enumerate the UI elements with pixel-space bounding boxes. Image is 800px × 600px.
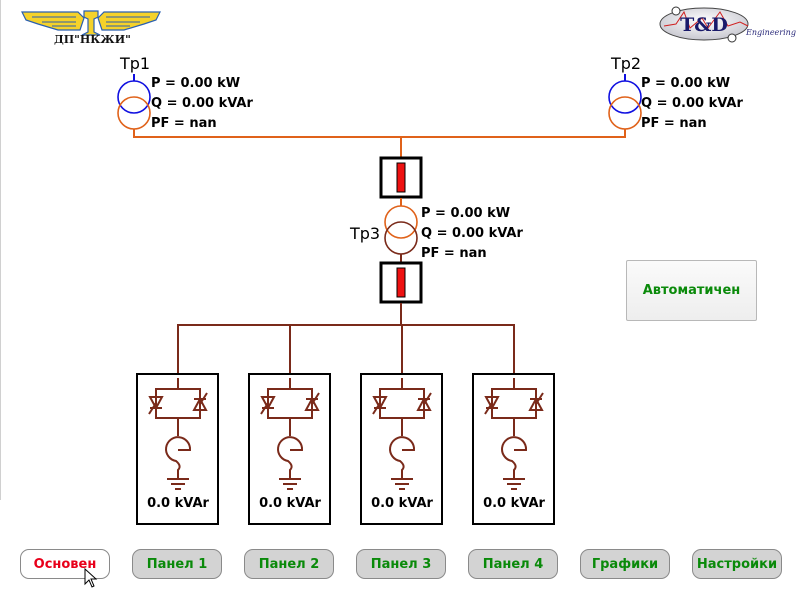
breaker-1[interactable] — [379, 156, 423, 199]
reactor-icon — [389, 436, 416, 479]
thyristor-icon — [304, 392, 320, 411]
nav-settings-button[interactable]: Настройки — [692, 549, 782, 579]
panel-value: 0.0 kVAr — [483, 496, 545, 511]
breaker-2[interactable] — [379, 261, 423, 304]
nav-panel-1-button[interactable]: Панел 1 — [132, 549, 222, 579]
transformer-tr3[interactable]: Тр3 P = 0.00 kW Q = 0.00 kVAr PF = nan — [349, 205, 523, 261]
reactor-icon — [501, 436, 528, 479]
nkzhi-logo-text: ДП"НКЖИ" — [54, 33, 131, 46]
td-logo-subtext: Engineering — [745, 28, 796, 37]
tr2-primary-winding — [608, 80, 642, 114]
tr1-p: P = 0.00 kW — [151, 76, 240, 91]
transformer-tr1[interactable]: Тр1 P = 0.00 kW Q = 0.00 kVAr PF = nan — [117, 54, 253, 137]
mouse-cursor-icon — [84, 568, 98, 588]
thyristor-icon — [416, 392, 432, 411]
tr2-pf: PF = nan — [641, 116, 707, 131]
thyristor-icon — [528, 392, 544, 411]
ground-icon — [167, 478, 189, 490]
nav-panel-2-button[interactable]: Панел 2 — [244, 549, 334, 579]
tr1-label: Тр1 — [119, 54, 150, 73]
capacitor-panel-3[interactable]: 0.0 kVAr — [360, 325, 443, 525]
thyristor-icon — [192, 392, 208, 411]
transformer-tr2[interactable]: Тр2 P = 0.00 kW Q = 0.00 kVAr PF = nan — [608, 54, 743, 137]
thyristor-icon — [260, 396, 276, 415]
nav-panel-3-button[interactable]: Панел 3 — [356, 549, 446, 579]
capacitor-panel-1[interactable]: 0.0 kVAr — [136, 325, 219, 525]
tr3-q: Q = 0.00 kVAr — [421, 226, 523, 241]
ground-icon — [503, 478, 525, 490]
tr3-p: P = 0.00 kW — [421, 206, 510, 221]
tr2-q: Q = 0.00 kVAr — [641, 96, 743, 111]
tr2-p: P = 0.00 kW — [641, 76, 730, 91]
reactor-icon — [277, 436, 304, 479]
td-logo-text: T&D — [680, 14, 728, 36]
left-border-line — [0, 0, 1, 500]
thyristor-icon — [484, 396, 500, 415]
ground-icon — [391, 478, 413, 490]
tr3-pf: PF = nan — [421, 246, 487, 261]
capacitor-panel-2[interactable]: 0.0 kVAr — [248, 325, 331, 525]
tr3-primary-winding — [384, 205, 418, 239]
capacitor-panel-4[interactable]: 0.0 kVAr — [472, 325, 555, 525]
panel-value: 0.0 kVAr — [259, 496, 321, 511]
tr1-primary-winding — [117, 80, 151, 114]
tr2-label: Тр2 — [610, 54, 641, 73]
tr3-label: Тр3 — [349, 224, 380, 243]
nav-panel-4-button[interactable]: Панел 4 — [468, 549, 558, 579]
reactor-icon — [165, 436, 192, 479]
thyristor-icon — [372, 396, 388, 415]
breaker-1-contact — [396, 162, 406, 193]
nav-charts-button[interactable]: Графики — [580, 549, 670, 579]
breaker-2-contact — [396, 267, 406, 298]
nkzhi-logo — [21, 10, 161, 36]
nav-main-button[interactable]: Основен — [20, 549, 110, 579]
tr1-pf: PF = nan — [151, 116, 217, 131]
automatic-mode-button[interactable]: Автоматичен — [626, 260, 757, 321]
thyristor-icon — [148, 396, 164, 415]
ground-icon — [279, 478, 301, 490]
panel-value: 0.0 kVAr — [147, 496, 209, 511]
td-engineering-logo: T&D Engineering — [659, 6, 796, 43]
panel-value: 0.0 kVAr — [371, 496, 433, 511]
tr1-q: Q = 0.00 kVAr — [151, 96, 253, 111]
